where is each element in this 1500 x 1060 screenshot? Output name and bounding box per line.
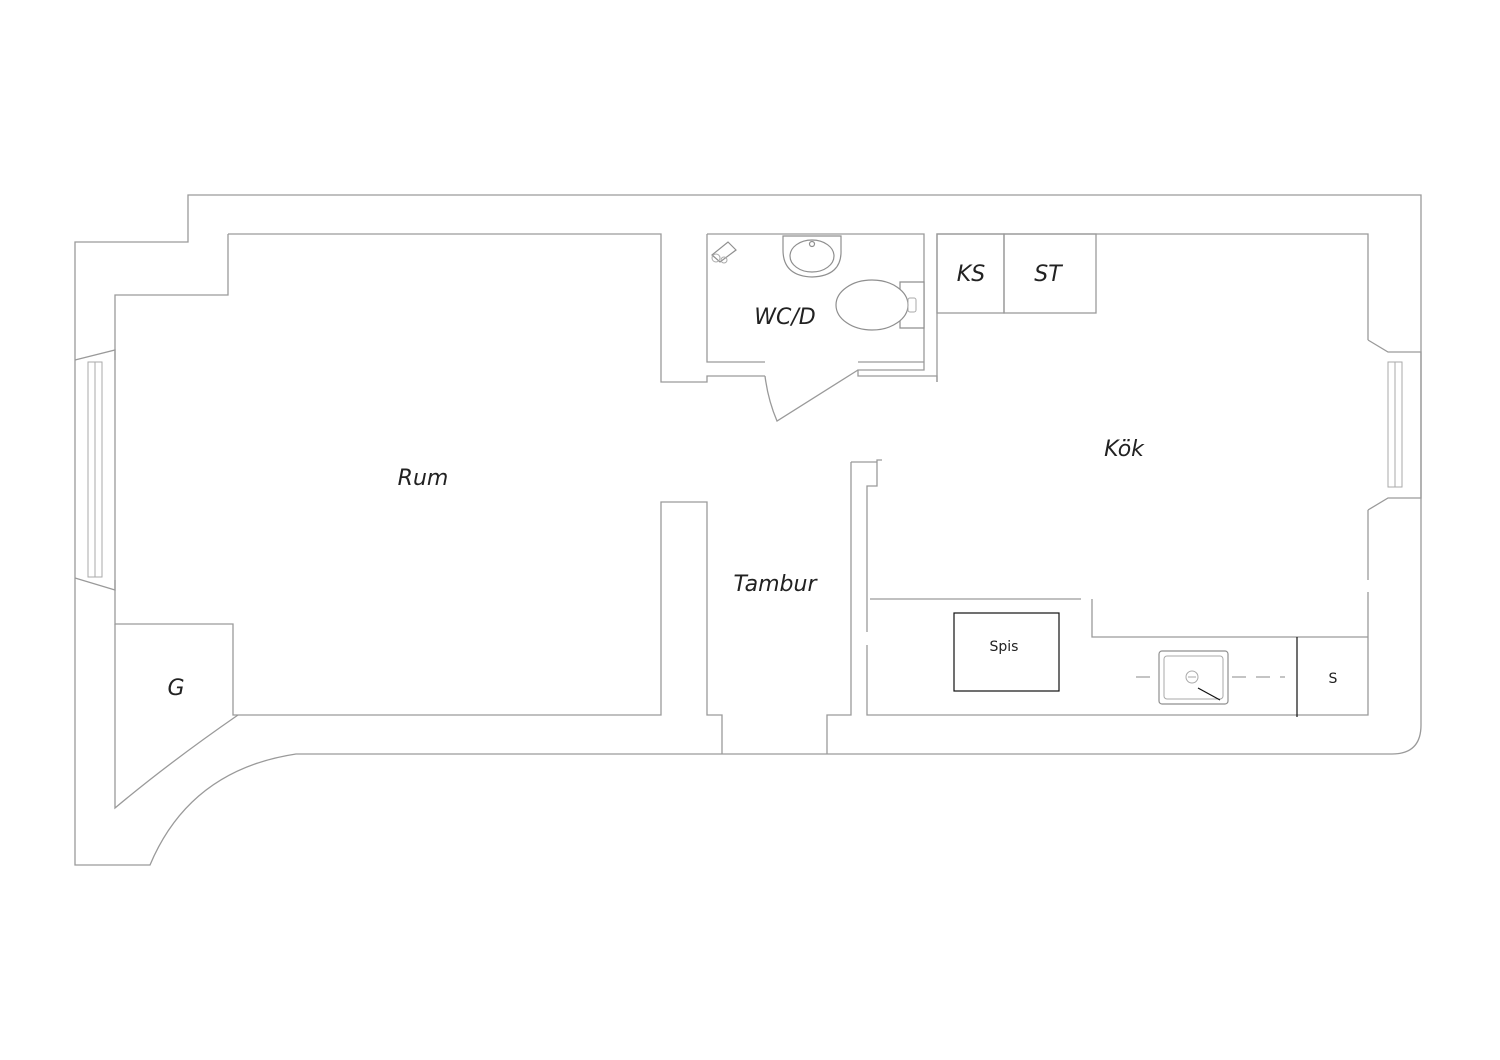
window-right xyxy=(1367,339,1422,511)
label-rum: Rum xyxy=(398,466,449,491)
ks-st-cabinets xyxy=(936,233,1097,314)
stove-spis xyxy=(953,612,1060,692)
wc-door xyxy=(764,369,859,422)
outer-wall xyxy=(74,194,1422,866)
washbasin-icon xyxy=(782,235,842,278)
label-wc-d: WC/D xyxy=(754,305,815,330)
shower-head-icon xyxy=(711,241,737,264)
label-spis: Spis xyxy=(990,639,1019,655)
label-ks: KS xyxy=(957,262,985,287)
label-tambur: Tambur xyxy=(734,572,819,597)
toilet-icon xyxy=(835,279,925,331)
label-kok: Kök xyxy=(1104,437,1145,462)
label-s: S xyxy=(1329,671,1338,687)
kitchen-counter xyxy=(870,598,1368,717)
label-garderob: G xyxy=(167,676,184,701)
room-rum-outline xyxy=(114,233,765,810)
label-st: ST xyxy=(1034,262,1063,287)
sink-icon xyxy=(1136,650,1285,705)
window-left xyxy=(74,349,116,591)
